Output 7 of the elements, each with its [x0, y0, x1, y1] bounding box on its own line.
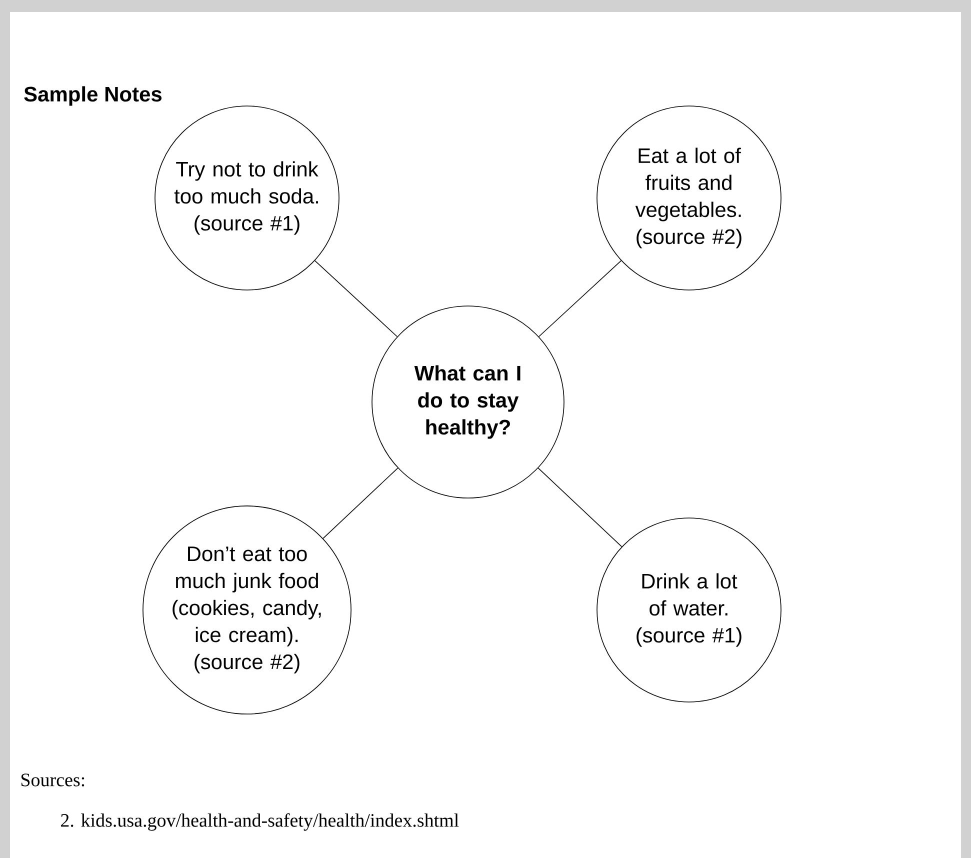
source-note: Sources: [21, 774, 84, 786]
connector-line [538, 260, 622, 338]
connector-line [538, 468, 622, 548]
connector-line [322, 468, 398, 539]
connector-line [314, 260, 398, 338]
title: Sample Notes [24, 86, 162, 106]
source-note: 2. kids.usa.gov/health-and-safety/health/index.shtml [61, 813, 459, 831]
